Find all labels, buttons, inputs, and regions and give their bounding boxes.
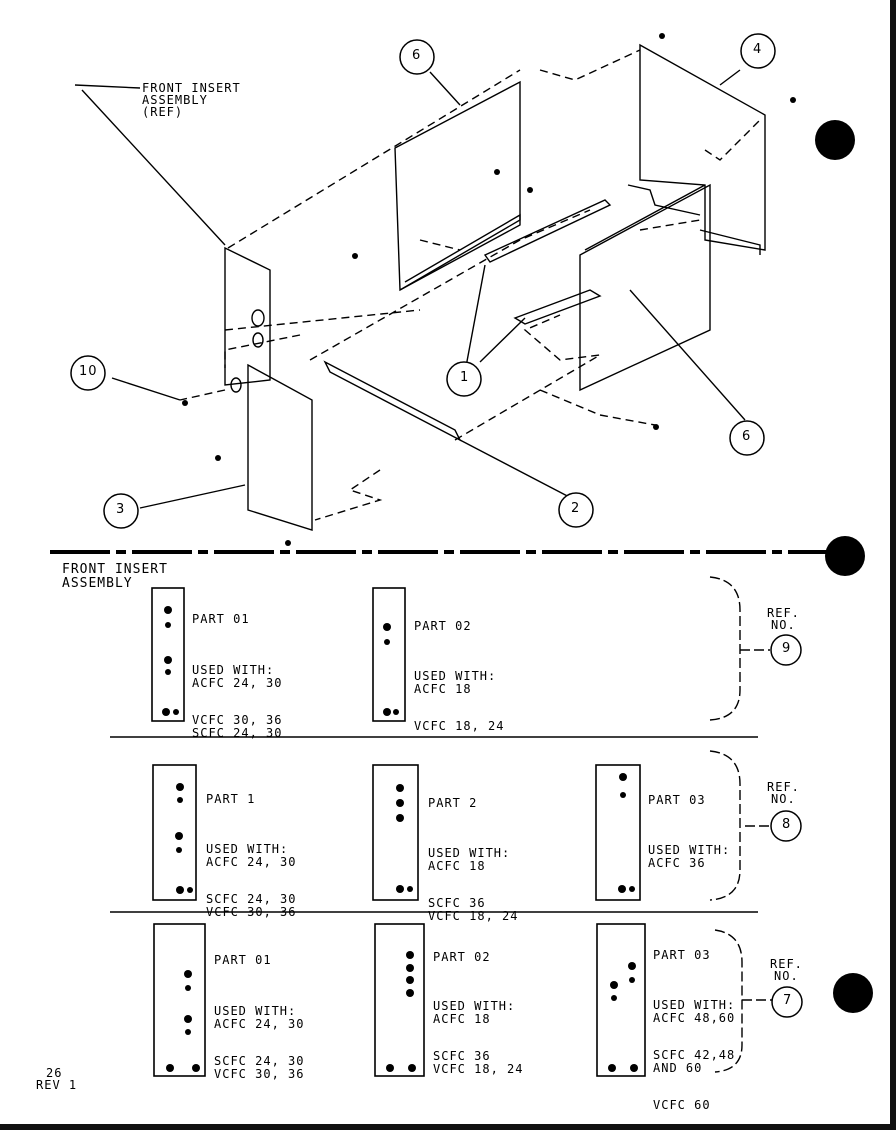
callout-3: 3 <box>116 502 126 517</box>
row2-part1-name: PART 1 <box>206 792 256 806</box>
row3-part3-name: PART 03 <box>653 948 711 962</box>
callout-10: 10 <box>79 364 98 379</box>
front-insert-ref-label-2: ASSEMBLY <box>142 93 208 107</box>
callout-2: 2 <box>571 501 581 516</box>
callout-6: 6 <box>742 429 752 444</box>
section-title-line-1: FRONT INSERT <box>62 562 168 577</box>
front-insert-ref-label-1: FRONT INSERT <box>142 81 241 95</box>
row2-part2-name: PART 2 <box>428 796 478 810</box>
callout-4: 4 <box>753 42 763 57</box>
ref-number-9: 9 <box>782 641 792 656</box>
revision-label: REV 1 <box>36 1078 78 1092</box>
row3-part2-name: PART 02 <box>433 950 491 964</box>
row2-part3-name: PART 03 <box>648 793 706 807</box>
row1-part2-name: PART 02 <box>414 619 472 633</box>
row3-part1-name: PART 01 <box>214 953 272 967</box>
row3-ref-label-2: NO. <box>774 969 799 983</box>
row1-ref-label-2: NO. <box>771 618 796 632</box>
callout-1: 1 <box>460 370 470 385</box>
row1-ref-label-1: REF. <box>767 606 800 620</box>
callout-5: 6 <box>412 48 422 63</box>
row3-ref-label-1: REF. <box>770 957 803 971</box>
row2-ref-label-2: NO. <box>771 792 796 806</box>
row1-part1-name: PART 01 <box>192 612 250 626</box>
front-insert-ref-label-3: (REF) <box>142 105 184 119</box>
page-number: 26 <box>46 1066 63 1080</box>
row2-ref-label-1: REF. <box>767 780 800 794</box>
ref-number-8: 8 <box>782 817 792 832</box>
ref-number-7: 7 <box>783 993 793 1008</box>
row1-part2-used: USED WITH:ACFC 18 VCFC 18, 24 <box>414 669 505 733</box>
row2-part3-used: USED WITH:ACFC 36 <box>648 843 731 870</box>
section-title-line-2: ASSEMBLY <box>62 576 133 591</box>
